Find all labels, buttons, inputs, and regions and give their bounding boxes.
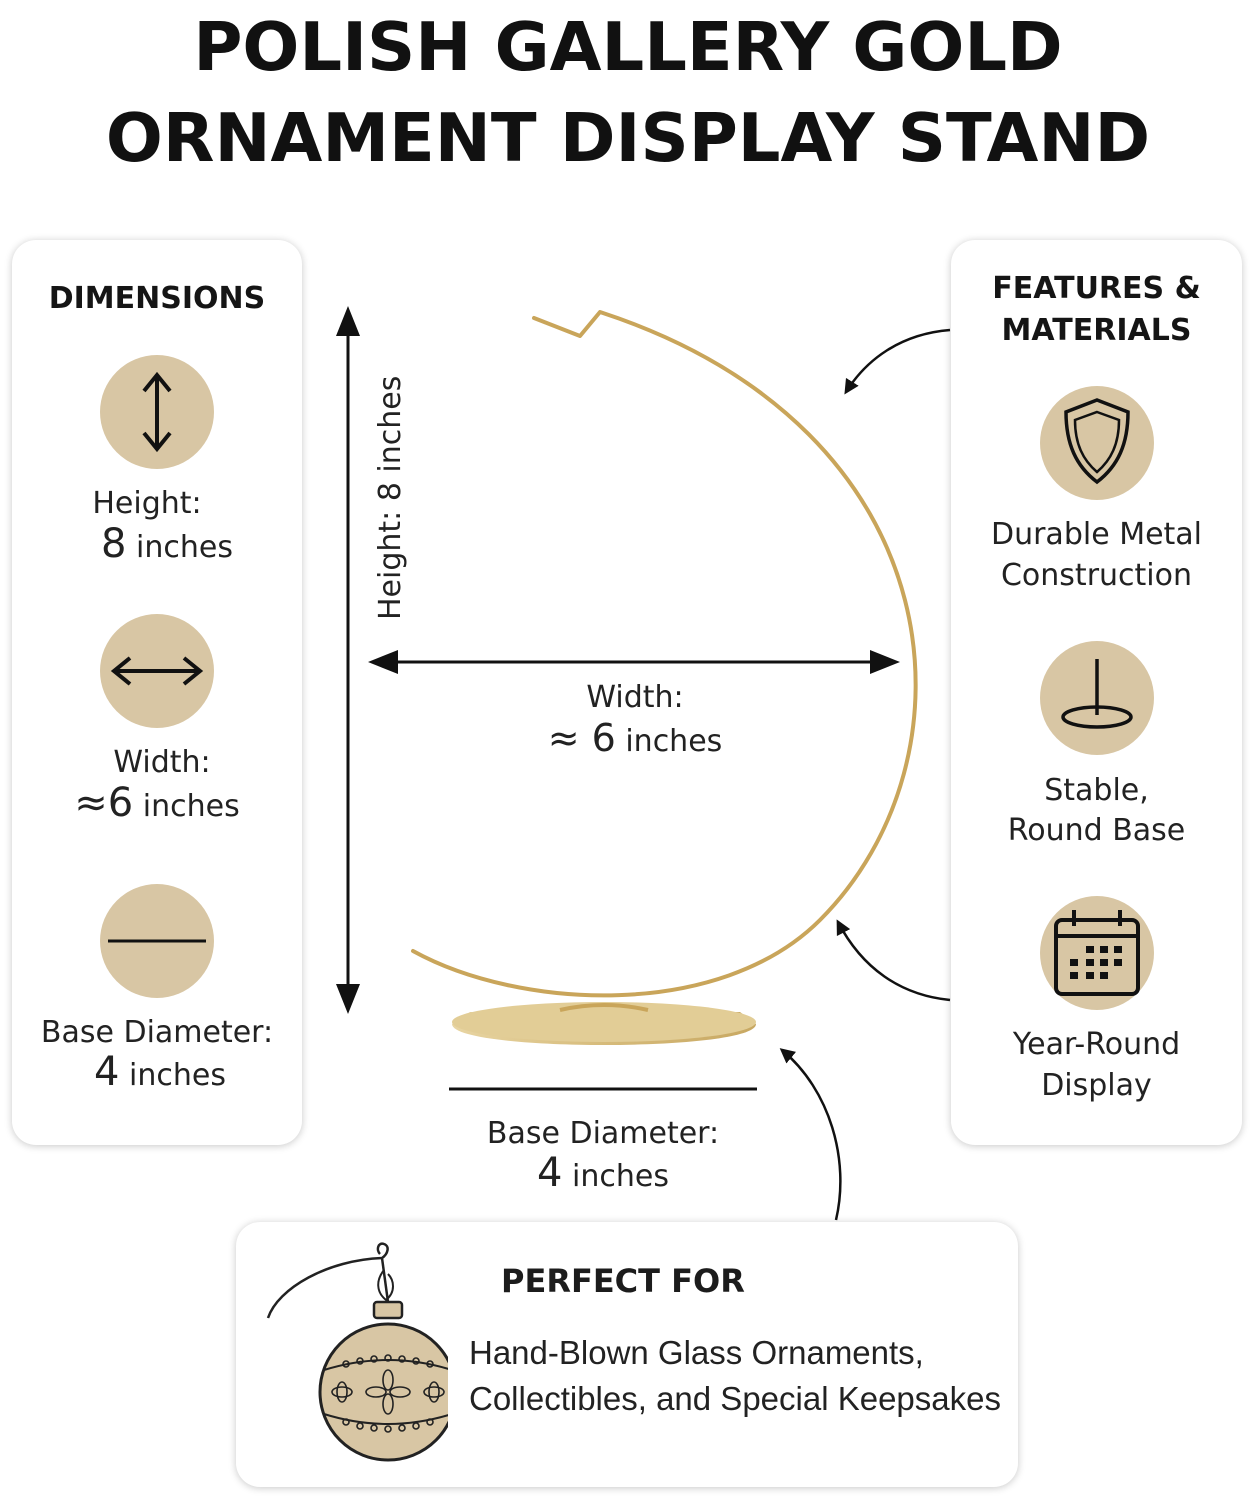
base-diameter-value: 4 inches xyxy=(15,1052,305,1096)
height-diagram-label: Height: 8 inches xyxy=(373,375,408,620)
perfect-for-description: Hand-Blown Glass Ornaments, Collectibles… xyxy=(469,1330,1001,1422)
height-label: Height: xyxy=(92,486,202,521)
round-base-icon xyxy=(1040,641,1154,755)
shield-icon xyxy=(1040,386,1154,500)
ornament-icon xyxy=(266,1242,448,1462)
height-value: 8 inches xyxy=(22,524,312,568)
feature-stable-line-2: Round Base xyxy=(1007,813,1186,848)
features-heading-line-1: FEATURES & xyxy=(992,271,1201,306)
width-number: 6 xyxy=(107,780,134,826)
base-diagram-value: 4 inches xyxy=(453,1153,753,1197)
base-diameter-label: Base Diameter: xyxy=(40,1015,274,1050)
feature-year-round-line-2: Display xyxy=(1041,1068,1152,1103)
dimensions-heading: DIMENSIONS xyxy=(48,281,266,316)
perfect-for-line-1: Hand-Blown Glass Ornaments, xyxy=(469,1334,924,1371)
width-label: Width: xyxy=(113,745,211,780)
width-unit: inches xyxy=(142,789,240,824)
title-line-2: ORNAMENT DISPLAY STAND xyxy=(105,99,1151,177)
feature-stable-line-1: Stable, xyxy=(1044,773,1149,808)
width-diagram-unit: inches xyxy=(625,724,723,759)
width-diagram-value: ≈ 6 inches xyxy=(525,718,745,762)
pointer-arrow-bottom xyxy=(779,1048,842,1221)
height-number: 8 xyxy=(101,521,127,567)
width-diagram-label: Width: xyxy=(586,680,684,715)
feature-durable-line-1: Durable Metal xyxy=(990,517,1203,552)
base-number: 4 xyxy=(94,1049,120,1095)
stand-arc xyxy=(411,310,918,998)
base-diagram-number: 4 xyxy=(537,1150,563,1196)
calendar-icon xyxy=(1040,896,1154,1010)
perfect-for-heading: PERFECT FOR xyxy=(501,1262,745,1300)
horizontal-line-icon xyxy=(100,884,214,998)
features-heading-line-2: MATERIALS xyxy=(1001,313,1192,348)
feature-durable-line-2: Construction xyxy=(1000,558,1192,593)
base-unit: inches xyxy=(129,1058,226,1093)
width-value: ≈6 inches xyxy=(12,783,302,827)
perfect-for-panel: PERFECT FOR Hand-Blown Glass Ornaments, … xyxy=(236,1222,1018,1487)
pointer-arrow-middle xyxy=(836,919,951,1002)
width-diagram-number: ≈ 6 xyxy=(547,716,616,760)
title-line-1: POLISH GALLERY GOLD xyxy=(193,8,1063,86)
features-panel: FEATURES & MATERIALS Durable Metal Const… xyxy=(951,240,1242,1145)
vertical-arrow-icon xyxy=(100,355,214,469)
feature-year-round-line-1: Year-Round xyxy=(1012,1027,1181,1062)
base-diagram-unit: inches xyxy=(572,1159,669,1194)
page-title: POLISH GALLERY GOLD ORNAMENT DISPLAY STA… xyxy=(0,0,1256,184)
stand-base-top xyxy=(452,1002,756,1042)
width-approx: ≈ xyxy=(74,780,108,826)
base-diagram-label: Base Diameter: xyxy=(486,1116,720,1151)
dimensions-panel: DIMENSIONS Height: 8 inches Width: ≈6 in… xyxy=(12,240,302,1145)
perfect-for-line-2: Collectibles, and Special Keepsakes xyxy=(469,1380,1001,1417)
horizontal-arrow-icon xyxy=(100,614,214,728)
height-unit: inches xyxy=(136,530,233,565)
pointer-arrow-top xyxy=(844,328,951,395)
